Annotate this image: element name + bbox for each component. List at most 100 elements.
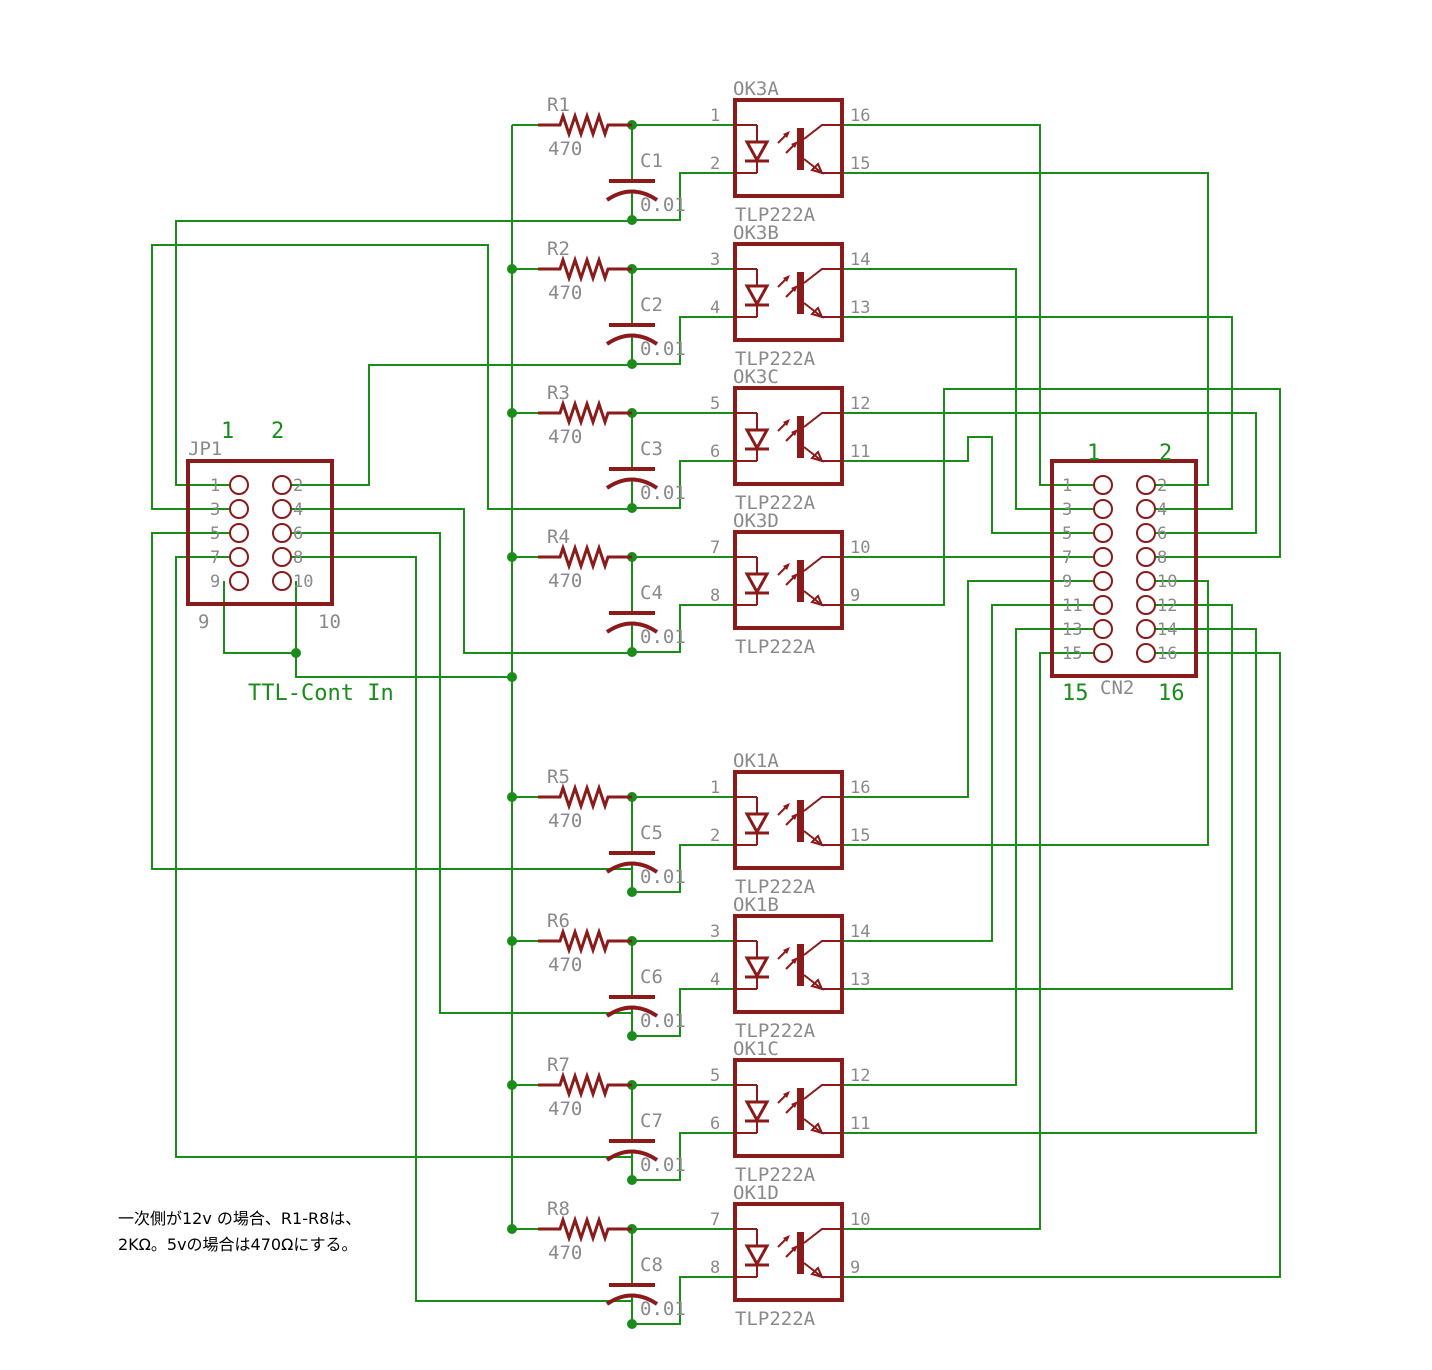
pin-label: 3 (710, 250, 720, 270)
led-icon (744, 140, 770, 164)
wire (632, 1276, 735, 1325)
pin-label: 13 (1062, 620, 1082, 640)
pin-label: 8 (710, 1258, 720, 1278)
optocoupler-part: TLP222A (735, 1308, 816, 1330)
optocoupler-body (733, 914, 844, 1014)
pin-label: 4 (710, 970, 720, 990)
cn2-pin (1136, 475, 1156, 495)
pin-label: 14 (850, 922, 870, 942)
pin-label: 12 (1157, 596, 1177, 616)
led-icon (744, 1100, 770, 1124)
pin-label: 16 (1157, 644, 1177, 664)
capacitor-plate-curved (605, 861, 659, 874)
jp1-body (186, 459, 334, 606)
resistor-symbol (538, 111, 632, 139)
capacitor-name: C4 (640, 582, 663, 604)
led-icon (744, 428, 770, 452)
wire (151, 244, 632, 510)
optocoupler-body (733, 98, 844, 198)
pin-label: 15 (850, 826, 870, 846)
optocoupler-name: OK1B (733, 894, 779, 916)
jp1-pin (272, 523, 292, 543)
pin-label: 5 (710, 394, 720, 414)
capacitor-plate-curved (605, 1005, 659, 1018)
cn2-pin (1136, 643, 1156, 663)
pin-label: 8 (710, 586, 720, 606)
optocoupler-name: OK3B (733, 222, 779, 244)
capacitor-plate-curved (605, 189, 659, 202)
pin-label: 14 (850, 250, 870, 270)
cn2-name: CN2 (1100, 677, 1134, 699)
wire (842, 628, 1094, 1086)
capacitor-name: C3 (640, 438, 663, 460)
pin-label: 13 (850, 970, 870, 990)
resistor-value: 470 (548, 570, 582, 592)
cn2-col-label: 1 (1087, 441, 1100, 466)
capacitor-plate-curved (605, 477, 659, 490)
jp1-name: JP1 (188, 438, 222, 460)
pin-label: 5 (210, 524, 220, 544)
emitter-arrow-icon (810, 1122, 824, 1135)
resistor-name: R2 (547, 238, 570, 260)
pin-label: 3 (210, 500, 220, 520)
cn2-pin (1093, 595, 1113, 615)
pin-label: 7 (710, 1210, 720, 1230)
optocoupler-name: OK1C (733, 1038, 779, 1060)
emitter-arrow-icon (810, 450, 824, 463)
pin-label: 10 (850, 1210, 870, 1230)
wires (151, 120, 1281, 1329)
pin-label: 8 (1157, 548, 1167, 568)
pin-label: 12 (850, 394, 870, 414)
cn2-pin (1093, 571, 1113, 591)
resistor-name: R7 (547, 1054, 570, 1076)
cn2-col-label: 2 (1159, 441, 1172, 466)
wire (842, 412, 1257, 534)
capacitor-value: 0.01 (640, 1298, 686, 1320)
pin-label: 15 (1062, 644, 1082, 664)
wire (842, 604, 1094, 942)
pin-label: 15 (850, 154, 870, 174)
pin-label: 10 (293, 572, 313, 592)
resistor-symbol (538, 1071, 632, 1099)
emitter-arrow-icon (810, 978, 824, 991)
resistor-symbol (538, 543, 632, 571)
pin-label: 12 (850, 1066, 870, 1086)
resistor-value: 470 (548, 282, 582, 304)
pin-label: 4 (1157, 500, 1167, 520)
optocoupler-body (733, 242, 844, 342)
wire (223, 581, 296, 654)
pin-label: 7 (210, 548, 220, 568)
wire (295, 581, 512, 678)
capacitor-value: 0.01 (640, 338, 686, 360)
wire (632, 1132, 735, 1181)
wire (632, 604, 735, 653)
optocoupler-body (733, 1202, 844, 1302)
wire (842, 628, 1257, 1134)
resistor-value: 470 (548, 138, 582, 160)
jp1-pin (272, 499, 292, 519)
capacitor-value: 0.01 (640, 1010, 686, 1032)
pin-label: 10 (1157, 572, 1177, 592)
pin-label: 2 (710, 154, 720, 174)
wire (842, 652, 1281, 1278)
led-icon (744, 956, 770, 980)
optocoupler-body (733, 530, 844, 630)
note-line-2: 2KΩ。5vの場合は470Ωにする。 (118, 1235, 357, 1254)
pin-label: 4 (710, 298, 720, 318)
led-icon (744, 1244, 770, 1268)
pin-label: 16 (850, 778, 870, 798)
cn2-pin (1136, 547, 1156, 567)
wire (151, 532, 632, 870)
pin-label: 4 (293, 500, 303, 520)
cn2-bottom-label: 15 (1062, 681, 1089, 706)
optocoupler-part: TLP222A (735, 1164, 816, 1186)
wire (632, 988, 735, 1037)
pin-label: 11 (850, 442, 870, 462)
phototransistor-base (797, 1088, 804, 1130)
capacitor-name: C8 (640, 1254, 663, 1276)
capacitor-name: C5 (640, 822, 663, 844)
resistor-name: R3 (547, 382, 570, 404)
led-icon (744, 284, 770, 308)
